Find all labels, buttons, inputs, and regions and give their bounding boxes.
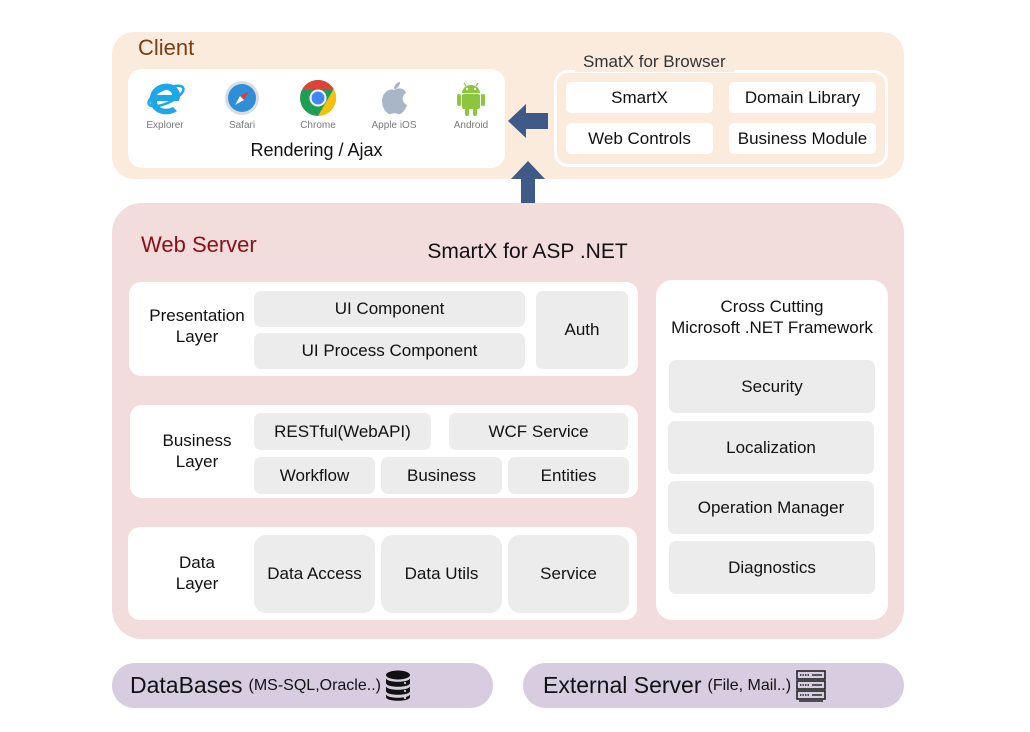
android-icon — [457, 82, 485, 116]
module-smartx: SmartX — [566, 82, 713, 113]
cross-cutting-title: Cross Cutting Microsoft .NET Framework — [656, 296, 888, 338]
web-server-title: Web Server — [141, 232, 257, 257]
diagnostics-box: Diagnostics — [669, 541, 875, 594]
business-layer-label: Business Layer — [138, 430, 256, 472]
auth-box: Auth — [536, 291, 628, 369]
restful-webapi-box: RESTful(WebAPI) — [254, 413, 431, 450]
data-layer-label: Data Layer — [138, 552, 256, 594]
label-line: Business — [162, 431, 232, 450]
ui-process-component-box: UI Process Component — [254, 333, 525, 369]
databases-detail: (MS-SQL,Oracle..) — [248, 676, 381, 694]
browser-framework-title: SmatX for Browser — [575, 52, 734, 72]
browser-label: Chrome — [300, 120, 336, 131]
server-rack-icon — [796, 669, 826, 702]
chrome-icon — [300, 80, 337, 116]
browser-safari: Safari — [210, 78, 274, 134]
presentation-layer-label: Presentation Layer — [138, 305, 256, 347]
browser-chrome: Chrome — [286, 78, 350, 134]
external-server-pill: External Server (File, Mail..) — [523, 663, 904, 708]
module-business-module: Business Module — [729, 123, 876, 154]
label-line: Layer — [175, 327, 219, 346]
localization-box: Localization — [668, 421, 874, 474]
aspnet-subtitle: SmartX for ASP .NET — [427, 240, 628, 263]
label-line: Layer — [175, 574, 219, 593]
ui-component-box: UI Component — [254, 291, 525, 327]
title-line: Cross Cutting — [720, 297, 824, 316]
module-domain-library: Domain Library — [729, 82, 876, 113]
browser-label: Apple iOS — [371, 120, 417, 131]
browser-android: Android — [439, 78, 503, 134]
internet-explorer-icon — [147, 83, 185, 115]
browser-label: Explorer — [146, 120, 184, 131]
entities-box: Entities — [508, 457, 629, 494]
browser-label: Android — [453, 120, 489, 131]
label-line: Layer — [175, 452, 219, 471]
safari-icon — [225, 81, 259, 115]
service-box: Service — [508, 535, 629, 613]
security-box: Security — [669, 360, 875, 413]
apple-icon — [382, 82, 407, 115]
browser-label: Safari — [228, 120, 256, 131]
database-icon — [385, 670, 410, 701]
wcf-service-box: WCF Service — [449, 413, 628, 450]
label-line: Presentation — [149, 306, 245, 325]
external-server-title: External Server — [543, 672, 702, 698]
rendering-label: Rendering / Ajax — [250, 140, 383, 160]
left-arrow-icon — [508, 104, 548, 138]
module-web-controls: Web Controls — [566, 123, 713, 154]
databases-title: DataBases — [130, 672, 243, 698]
label-line: Data — [179, 553, 215, 572]
external-server-detail: (File, Mail..) — [707, 676, 792, 694]
databases-pill: DataBases (MS-SQL,Oracle..) — [112, 663, 493, 708]
client-title: Client — [138, 35, 195, 60]
operation-manager-box: Operation Manager — [668, 481, 874, 534]
data-utils-box: Data Utils — [381, 535, 502, 613]
data-access-box: Data Access — [254, 535, 375, 613]
title-line: Microsoft .NET Framework — [671, 318, 873, 337]
browser-explorer: Explorer — [133, 78, 197, 134]
browser-apple-ios: Apple iOS — [362, 78, 426, 134]
workflow-box: Workflow — [254, 457, 375, 494]
business-box: Business — [381, 457, 502, 494]
